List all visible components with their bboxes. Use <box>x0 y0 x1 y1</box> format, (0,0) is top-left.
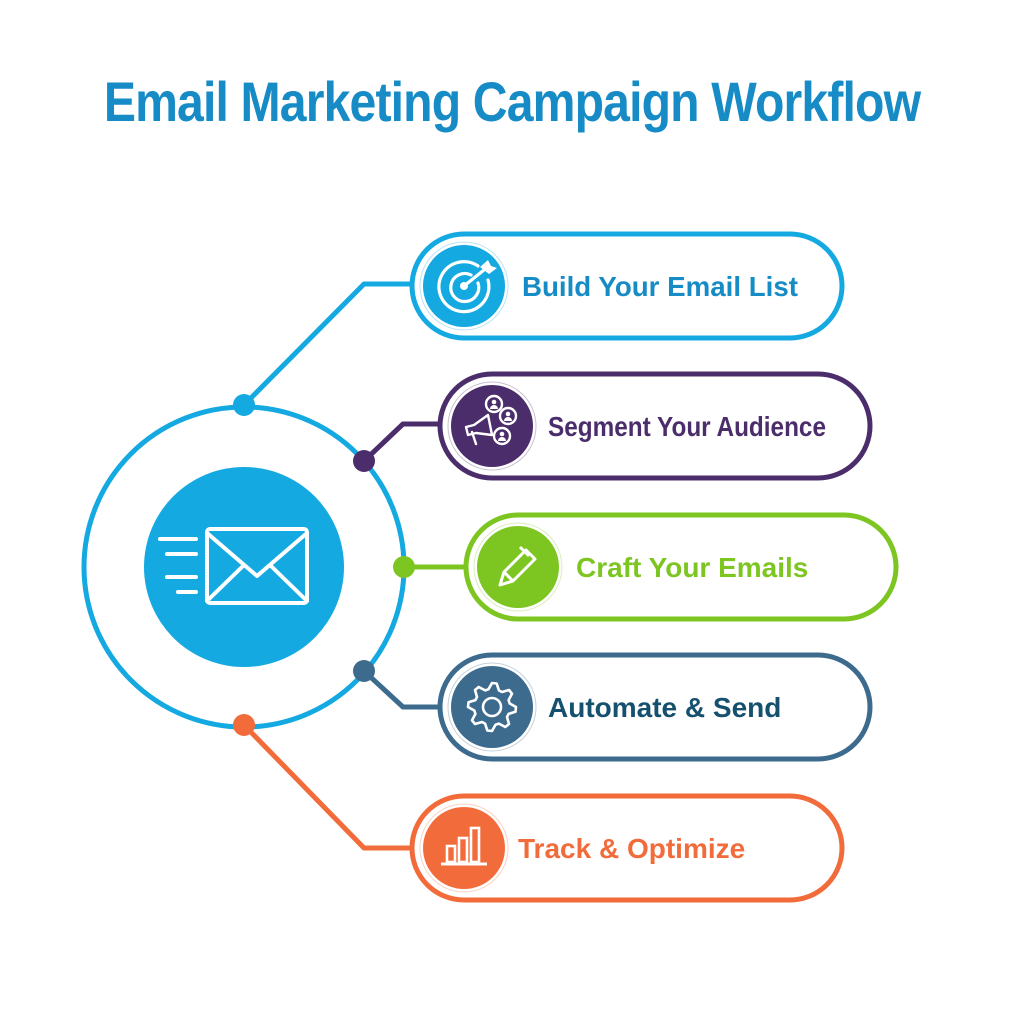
connector-segment-your-audience <box>362 421 440 463</box>
step-segment-your-audience: Segment Your Audience <box>437 371 873 481</box>
step-craft-your-emails: Craft Your Emails <box>463 512 899 622</box>
step-label: Track & Optimize <box>518 833 745 864</box>
connector-dot-build-your-email-list <box>233 394 255 416</box>
envelope-icon <box>158 527 309 605</box>
step-label: Build Your Email List <box>522 271 798 302</box>
step-build-your-email-list: Build Your Email List <box>409 231 845 341</box>
step-pill <box>437 371 873 481</box>
connector-dot-automate-and-send <box>353 660 375 682</box>
connector-track-and-optimize <box>242 723 412 851</box>
step-label: Segment Your Audience <box>548 411 826 442</box>
connector-dot-craft-your-emails <box>393 556 415 578</box>
step-automate-and-send: Automate & Send <box>437 652 873 762</box>
connector-build-your-email-list <box>242 281 412 407</box>
connector-automate-and-send <box>362 669 440 710</box>
pencil-icon <box>473 522 563 612</box>
megaphone-audience-icon <box>447 381 537 471</box>
step-pill <box>409 793 845 903</box>
step-track-and-optimize: Track & Optimize <box>409 793 845 903</box>
step-pill <box>409 231 845 341</box>
step-pill <box>463 512 899 622</box>
step-label: Craft Your Emails <box>576 552 808 583</box>
connector-dots <box>233 394 415 736</box>
connector-dot-track-and-optimize <box>233 714 255 736</box>
target-icon <box>419 241 509 331</box>
step-pill <box>437 652 873 762</box>
page-title: Email Marketing Campaign Workflow <box>103 70 921 133</box>
connector-dot-segment-your-audience <box>353 450 375 472</box>
bar-chart-icon <box>419 803 509 893</box>
step-label: Automate & Send <box>548 692 781 723</box>
gear-icon <box>447 662 537 752</box>
